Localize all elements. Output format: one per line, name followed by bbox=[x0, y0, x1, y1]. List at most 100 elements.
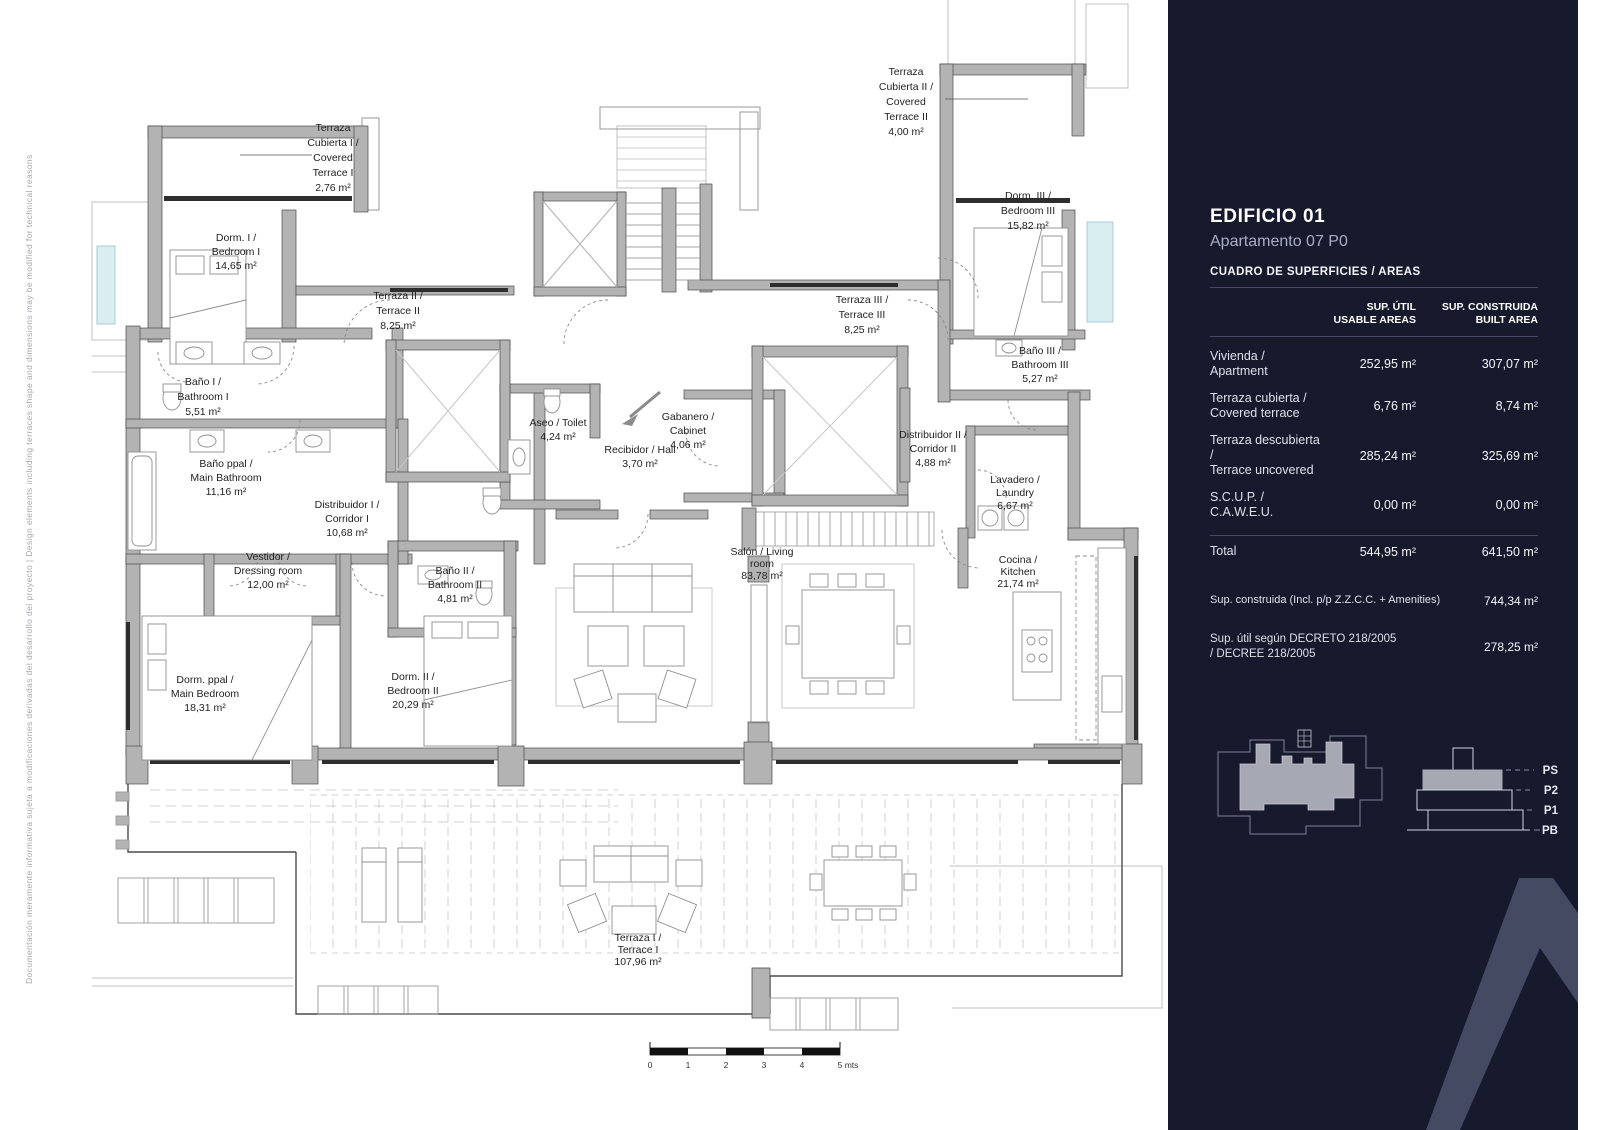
decree-label-line2: / DECREE 218/2005 bbox=[1210, 648, 1316, 660]
room-label-cocina: Cocina / Kitchen 21,74 m² bbox=[997, 554, 1039, 590]
room-label-bano2: Baño II / Bathroom II 4,81 m² bbox=[428, 565, 482, 605]
room-label-gabanero: Gabanero / Cabinet 4,06 m² bbox=[662, 411, 715, 451]
label-line: Dorm. III / bbox=[1005, 190, 1051, 202]
label-line: Bedroom III bbox=[1001, 205, 1055, 217]
room-label-vestidor: Vestidor / Dressing room 12,00 m² bbox=[234, 551, 303, 591]
built-incl-amenities-label: Sup. construida (Incl. p/p Z.Z.C.C. + Am… bbox=[1210, 594, 1441, 606]
label-line: Aseo / Toilet bbox=[529, 417, 586, 429]
built-incl-amenities-row: Sup. construida (Incl. p/p Z.Z.C.C. + Am… bbox=[1210, 593, 1538, 608]
label-line: 5,27 m² bbox=[1022, 373, 1058, 385]
terrace-decking bbox=[150, 789, 1122, 954]
room-label-lavadero: Lavadero / Laundry 6,67 m² bbox=[990, 474, 1040, 512]
label-line: Dorm. I / bbox=[216, 232, 256, 244]
label-line: 11,16 m² bbox=[206, 486, 247, 498]
building-title: EDIFICIO 01 bbox=[1210, 206, 1326, 227]
room-label-recibidor: Recibidor / Hall 3,70 m² bbox=[604, 444, 675, 470]
label-line: Baño I / bbox=[185, 376, 221, 388]
room-label-tc2: Terraza Cubierta II / Covered Terrace II… bbox=[879, 66, 933, 138]
label-line: Baño II / bbox=[435, 565, 474, 577]
door-swings bbox=[157, 257, 1039, 597]
row-label-line2: Terrace uncovered bbox=[1210, 463, 1314, 477]
divider bbox=[1210, 336, 1538, 337]
divider bbox=[1210, 287, 1538, 288]
label-line: Salón / Living bbox=[730, 546, 793, 558]
scale-bar: 0 1 2 3 4 5 mts bbox=[648, 1042, 859, 1070]
room-label-dorm3: Dorm. III / Bedroom III 15,82 m² bbox=[1001, 190, 1055, 232]
label-line: 18,31 m² bbox=[184, 702, 226, 714]
col-usable-line1: SUP. ÚTIL bbox=[1366, 301, 1416, 313]
label-line: 12,00 m² bbox=[247, 579, 289, 591]
label-line: 6,67 m² bbox=[997, 500, 1033, 512]
label-line: 5,51 m² bbox=[185, 406, 221, 418]
room-label-aseo: Aseo / Toilet 4,24 m² bbox=[529, 417, 586, 443]
label-line: Main Bedroom bbox=[171, 688, 240, 700]
label-line: 3,70 m² bbox=[622, 458, 658, 470]
label-line: Terraza III / bbox=[836, 294, 889, 306]
label-line: Main Bathroom bbox=[190, 472, 261, 484]
room-label-dormppal: Dorm. ppal / Main Bedroom 18,31 m² bbox=[171, 674, 240, 714]
label-line: 14,65 m² bbox=[215, 260, 257, 272]
divider bbox=[1210, 535, 1538, 536]
label-line: Dorm. II / bbox=[391, 671, 434, 683]
scale-tick: 3 bbox=[762, 1060, 767, 1070]
label-line: Covered bbox=[886, 96, 926, 108]
label-line: 10,68 m² bbox=[326, 527, 368, 539]
room-label-t3: Terraza III / Terrace III 8,25 m² bbox=[836, 294, 889, 336]
letter-a-watermark-icon bbox=[1426, 878, 1578, 1130]
furniture bbox=[127, 227, 1127, 935]
shafts-and-stairs bbox=[395, 194, 935, 551]
building-locator-diagrams: PS P2 P1 PB bbox=[1217, 729, 1559, 837]
section-locator-diagram: PS P2 P1 PB bbox=[1407, 747, 1559, 837]
scale-tick: 4 bbox=[800, 1060, 805, 1070]
label-line: Terraza II / bbox=[373, 290, 423, 302]
col-built-line2: BUILT AREA bbox=[1475, 314, 1538, 326]
total-usable-value: 544,95 m² bbox=[1359, 544, 1416, 559]
label-line: Cubierta II / bbox=[879, 81, 933, 93]
label-line: Terraza I / bbox=[615, 932, 662, 944]
label-line: Bathroom III bbox=[1011, 359, 1068, 371]
row-label: Vivienda / Apartment bbox=[1210, 349, 1268, 378]
label-line: 15,82 m² bbox=[1007, 220, 1049, 232]
level-label-p2: P2 bbox=[1544, 785, 1558, 797]
col-built-line1: SUP. CONSTRUIDA bbox=[1441, 301, 1538, 313]
level-label-p1: P1 bbox=[1544, 805, 1559, 817]
label-line: 8,25 m² bbox=[380, 320, 416, 332]
decree-label-line1: Sup. útil según DECRETO 218/2005 bbox=[1210, 633, 1397, 645]
label-line: Terraza bbox=[315, 122, 350, 134]
label-line: Dressing room bbox=[234, 565, 303, 577]
row-built-value: 325,69 m² bbox=[1481, 448, 1538, 463]
row-label-line1: Terraza cubierta / bbox=[1210, 391, 1307, 405]
label-line: Lavadero / bbox=[990, 474, 1040, 486]
table-row: Terraza cubierta / Covered terrace 6,76 … bbox=[1210, 385, 1538, 427]
label-line: Baño III / bbox=[1019, 345, 1061, 357]
label-line: Terrace II bbox=[884, 111, 928, 123]
scale-tick: 5 mts bbox=[838, 1060, 859, 1070]
total-row: Total 544,95 m² 641,50 m² bbox=[1210, 536, 1538, 567]
room-label-dorm2: Dorm. II / Bedroom II 20,29 m² bbox=[387, 671, 438, 711]
label-line: Cubierta I / bbox=[307, 137, 358, 149]
room-labels: Terraza Cubierta I / Covered Terrace I 2… bbox=[171, 66, 1069, 968]
label-line: 20,29 m² bbox=[392, 699, 434, 711]
label-line: Kitchen bbox=[1000, 566, 1035, 578]
label-line: Terrace I bbox=[313, 167, 354, 179]
label-line: 8,25 m² bbox=[844, 324, 880, 336]
label-line: Corridor II bbox=[910, 443, 957, 455]
room-label-t1: Terraza I / Terrace I 107,96 m² bbox=[614, 932, 662, 968]
plan-locator-diagram bbox=[1217, 729, 1383, 835]
areas-table-header: SUP. ÚTIL USABLE AREAS SUP. CONSTRUIDA B… bbox=[1210, 301, 1538, 327]
col-usable-line2: USABLE AREAS bbox=[1333, 314, 1416, 326]
label-line: 83,78 m² bbox=[741, 570, 783, 582]
label-line: 2,76 m² bbox=[315, 182, 351, 194]
label-line: 21,74 m² bbox=[997, 578, 1039, 590]
scale-tick: 2 bbox=[724, 1060, 729, 1070]
row-label-line1: Terraza descubierta / bbox=[1210, 433, 1320, 462]
annotations bbox=[240, 98, 1028, 426]
scale-tick: 0 bbox=[648, 1060, 653, 1070]
table-row: Terraza descubierta / Terrace uncovered … bbox=[1210, 427, 1538, 484]
label-line: room bbox=[750, 558, 774, 570]
label-line: Terraza bbox=[888, 66, 923, 78]
apartment-subtitle: Apartamento 07 P0 bbox=[1210, 233, 1348, 250]
label-line: 4,06 m² bbox=[670, 439, 706, 451]
info-panel: EDIFICIO 01 Apartamento 07 P0 CUADRO DE … bbox=[1168, 0, 1578, 1130]
